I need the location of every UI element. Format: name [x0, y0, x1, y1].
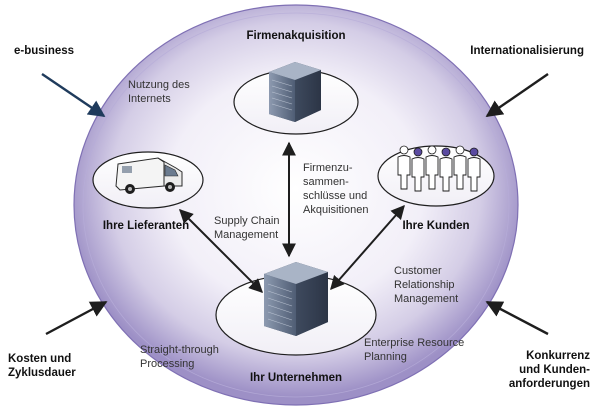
- person-figure: [425, 145, 439, 190]
- office-building-icon: [269, 62, 321, 122]
- internationalization-label: Internationalisierung: [470, 45, 584, 57]
- customers-label: Ihre Kunden: [402, 220, 470, 232]
- enterprise-ellipse: [73, 4, 519, 406]
- person-figure: [467, 147, 481, 192]
- person-figure: [411, 147, 425, 192]
- customers-company-arrow: [330, 204, 405, 291]
- delivery-van-icon: [115, 157, 183, 194]
- company-label: Ihr Unternehmen: [249, 372, 342, 384]
- person-figure: [453, 145, 467, 190]
- office-building-icon: [264, 262, 328, 336]
- enterprise-ellipse-rim: [82, 12, 510, 398]
- ebusiness-arrow: [41, 73, 106, 117]
- people-group-icon: [397, 145, 481, 192]
- person-figure: [439, 147, 453, 192]
- internationalization-arrow: [485, 73, 549, 117]
- ebusiness-label: e-business: [14, 45, 75, 57]
- person-figure: [397, 145, 411, 190]
- suppliers-label: Ihre Lieferanten: [102, 220, 190, 232]
- cost-cycle-arrow: [45, 300, 108, 336]
- acquisition-label: Firmenakquisition: [246, 30, 346, 42]
- suppliers-company-arrow: [179, 209, 263, 293]
- competition-arrow: [485, 300, 549, 336]
